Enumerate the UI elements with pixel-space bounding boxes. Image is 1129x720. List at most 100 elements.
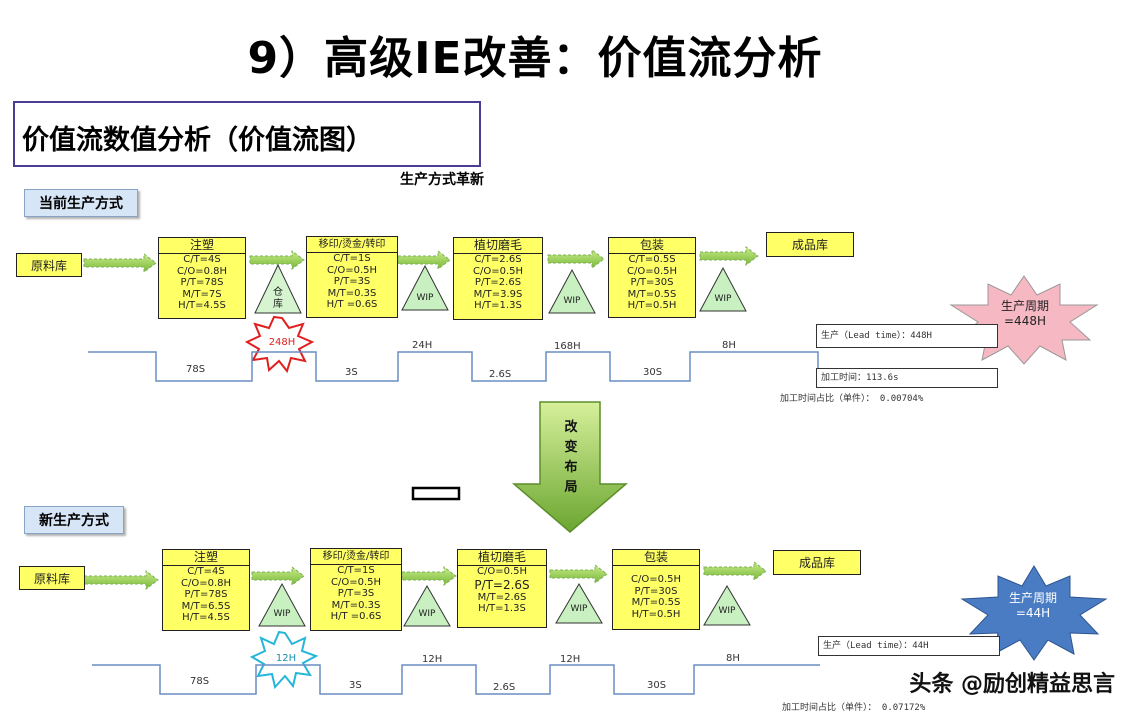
process-metric: H/T=1.3S [474, 300, 522, 311]
current-section-label: 当前生产方式 [24, 189, 138, 217]
current-timeline [88, 351, 819, 382]
current-process-packing: 包装 C/T=0.5S C/O=0.5H P/T=30S M/T=0.5S H/… [608, 237, 696, 318]
current-process-injection: 注塑 C/T=4S C/O=0.8H P/T=78S M/T=7S H/T=4.… [158, 237, 246, 319]
current-arrow-2 [249, 250, 305, 270]
current-inventory-triangle-1 [254, 263, 302, 314]
new-section-label: 新生产方式 [24, 506, 124, 534]
current-finished-goods: 成品库 [766, 232, 854, 257]
new-inventory-triangle-2 [403, 584, 451, 627]
process-metric: C/T=2.6S [474, 254, 522, 265]
current-burst [244, 315, 315, 374]
current-inventory-label: WIP [416, 293, 434, 303]
process-metric: C/T=4S [187, 566, 225, 577]
page-title: 9）高级IE改善：价值流分析 [247, 33, 823, 84]
current-arrow-3 [397, 250, 451, 270]
process-metric: C/O=0.8H [180, 577, 232, 589]
new-process-cutting: 植切磨毛 C/O=0.5H P/T=2.6S M/T=2.6S H/T=1.3S [457, 549, 547, 628]
new-burst-label: 12H [275, 653, 297, 664]
current-arrow-5 [699, 246, 759, 266]
process-metric: M/T=2.6S [477, 591, 527, 603]
current-inventory-triangle-3 [548, 268, 596, 314]
watermark: 头条 @励创精益思言 [909, 672, 1115, 697]
process-name: 植切磨毛 [454, 238, 542, 254]
current-arrow-1 [83, 253, 157, 273]
new-arrow-5 [703, 561, 767, 581]
process-metric: H/T=1.3S [478, 603, 526, 614]
process-metric: H/T=0.5H [631, 608, 681, 620]
process-metric: M/T=3.9S [473, 288, 523, 300]
process-name: 注塑 [163, 550, 249, 566]
timeline-process-label: 3S [345, 367, 358, 378]
new-lead-time: 生产（Lead time）：44H [818, 636, 1000, 656]
new-inventory-label: WIP [273, 609, 291, 619]
process-metric: C/O=0.5H [476, 566, 528, 577]
new-process-printing: 移印/烫金/转印 C/T=1S C/O=0.5H P/T=3S M/T=0.3S… [310, 548, 402, 631]
current-inventory-label: WIP [714, 294, 732, 304]
change-layout-char: 变 [564, 440, 578, 455]
timeline-process-label: 2.6S [489, 369, 512, 380]
current-ratio: 加工时间占比（单件）： 0.00704% [780, 394, 924, 404]
new-burst [249, 630, 319, 690]
timeline-process-label: 30S [643, 367, 663, 378]
page-subtitle: 价值流数值分析（价值流图） [22, 125, 373, 156]
change-layout-char: 改 [564, 420, 578, 435]
process-metric: P/T=2.6S [474, 277, 522, 288]
new-inventory-label: WIP [418, 609, 436, 619]
current-process-cutting: 植切磨毛 C/T=2.6S C/O=0.5H P/T=2.6S M/T=3.9S… [453, 237, 543, 320]
process-name: 包装 [613, 550, 699, 566]
process-metric: M/T=6.5S [181, 600, 231, 612]
current-raw-material: 原料库 [16, 253, 82, 277]
process-metric: H/T =0.6S [326, 299, 378, 310]
new-inventory-label: WIP [718, 606, 736, 616]
timeline-process-label: 2.6S [493, 682, 516, 693]
process-metric: P/T=78S [180, 277, 224, 288]
process-metric: C/T=1S [337, 565, 375, 576]
current-inventory-triangle-2 [401, 264, 449, 311]
timeline-process-label: 3S [349, 680, 362, 691]
process-metric: M/T=0.5S [631, 597, 681, 608]
process-name: 注塑 [159, 238, 245, 254]
process-metric: C/O=0.8H [176, 265, 228, 277]
current-burst-label: 248H [268, 337, 296, 348]
new-process-packing: 包装 C/O=0.5H P/T=30S M/T=0.5S H/T=0.5H [612, 549, 700, 630]
new-arrow-1 [83, 570, 159, 590]
process-metric: M/T=0.5S [627, 288, 677, 300]
new-inventory-triangle-3 [555, 583, 603, 624]
process-metric: P/T=3S [337, 588, 375, 599]
timeline-wait-label: 24H [412, 340, 433, 351]
process-name: 移印/烫金/转印 [311, 549, 401, 565]
process-metric: H/T=0.5H [627, 300, 677, 311]
current-inventory-label: WIP [563, 296, 581, 306]
process-metric: M/T=0.3S [331, 599, 381, 611]
new-arrow-3 [401, 566, 457, 586]
process-metric: H/T =0.6S [330, 611, 382, 622]
new-timeline [92, 664, 820, 695]
process-metric: P/T=3S [333, 276, 371, 287]
change-layout-char: 布 [564, 460, 578, 475]
process-metric: P/T=78S [184, 589, 228, 600]
timeline-wait-label: 12H [422, 654, 443, 665]
process-metric: C/T=1S [333, 253, 371, 264]
timeline-process-label: 30S [647, 680, 667, 691]
process-metric: C/O=0.5H [326, 264, 378, 276]
new-finished-goods: 成品库 [773, 550, 861, 575]
current-lead-time: 生产（Lead time）：448H [816, 324, 998, 348]
new-arrow-4 [549, 564, 608, 584]
current-inventory-triangle-4 [699, 266, 747, 312]
current-process-printing: 移印/烫金/转印 C/T=1S C/O=0.5H P/T=3S M/T=0.3S… [306, 236, 398, 318]
process-name: 包装 [609, 238, 695, 254]
diagram-title: 生产方式革新 [400, 172, 484, 188]
new-inventory-triangle-1 [258, 582, 306, 627]
process-metric: C/T=0.5S [628, 254, 676, 265]
process-name: 植切磨毛 [458, 550, 546, 566]
process-metric: P/T=2.6S [474, 577, 530, 592]
new-ratio: 加工时间占比（单件）： 0.07172% [782, 703, 926, 713]
change-layout-char: 局 [564, 480, 578, 495]
current-inventory-label: 仓 库 [273, 287, 283, 310]
process-metric: M/T=0.3S [327, 287, 377, 299]
new-process-injection: 注塑 C/T=4S C/O=0.8H P/T=78S M/T=6.5S H/T=… [162, 549, 250, 631]
current-process-time: 加工时间：113.6s [816, 368, 998, 388]
new-cycle-label: 生产周期 =44H [1008, 591, 1057, 620]
process-metric: C/O=0.5H [472, 265, 524, 277]
